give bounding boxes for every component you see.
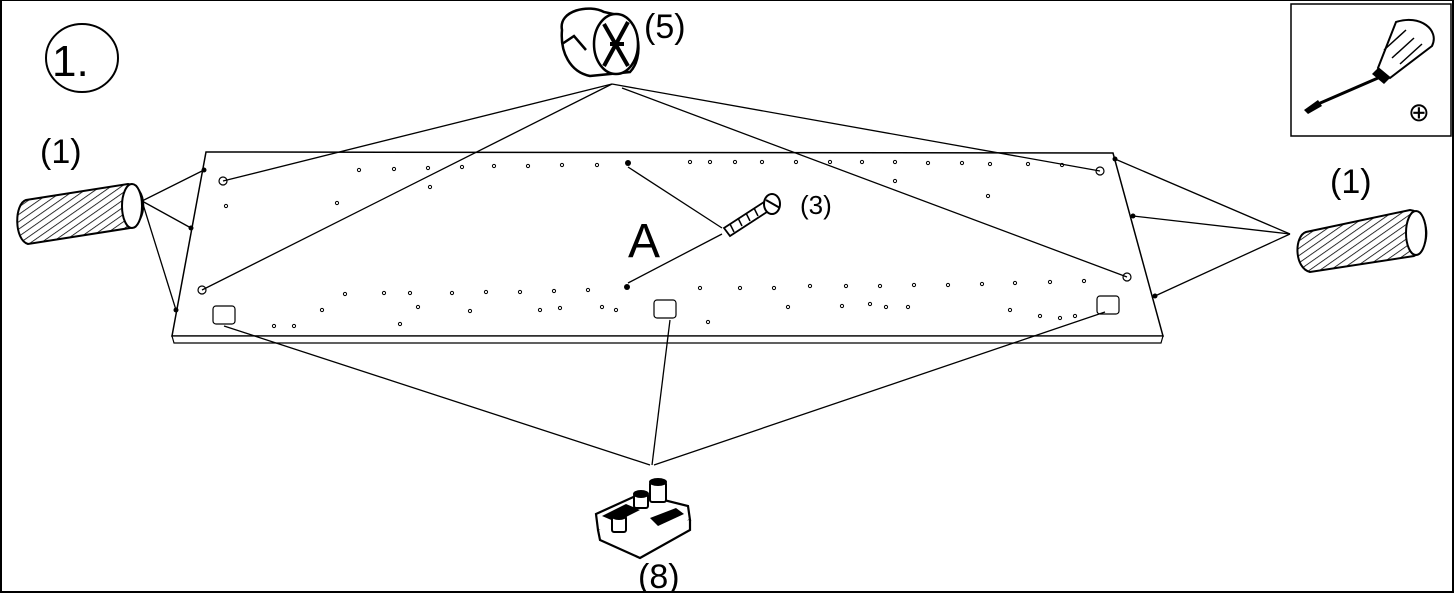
dowel-left-part: (1)	[16, 133, 205, 311]
panel-a: A	[171, 151, 1164, 344]
cam-bolt-part: (3)	[627, 166, 832, 284]
screwdriver-icon	[1304, 18, 1435, 114]
cam-lock-leaders	[201, 83, 1128, 291]
step-number-badge: 1.	[45, 23, 119, 93]
dowel-right-label: (1)	[1330, 163, 1372, 201]
cam-bolt-label: (3)	[800, 190, 832, 220]
mounted-hinge-plates	[212, 295, 1120, 325]
dowel-right-part: (1)	[1114, 158, 1428, 297]
cam-lock-label: (5)	[644, 8, 686, 46]
cam-bolt-leader-bottom	[627, 233, 723, 284]
hinge-plate-label: (8)	[638, 558, 680, 593]
tool-box: ⊕	[1290, 3, 1452, 137]
dowel-left-label: (1)	[40, 133, 82, 171]
cam-bolt-icon	[722, 193, 781, 238]
wooden-dowel-icon	[16, 182, 145, 246]
cam-lock-icon	[560, 7, 640, 78]
phillips-head-symbol: ⊕	[1408, 97, 1430, 127]
cam-lock-part: (5)	[560, 7, 686, 78]
cam-bolt-leader-top	[627, 166, 723, 229]
panel-label: A	[628, 215, 660, 268]
cam-holes	[197, 166, 1132, 295]
hole-pattern	[223, 159, 1087, 329]
step-number: 1.	[52, 37, 89, 86]
hinge-plate-leaders	[223, 311, 1106, 466]
wooden-dowel-icon	[1296, 208, 1428, 274]
hinge-mounting-plate-icon	[594, 478, 692, 560]
hinge-plate-part: (8)	[594, 478, 692, 593]
